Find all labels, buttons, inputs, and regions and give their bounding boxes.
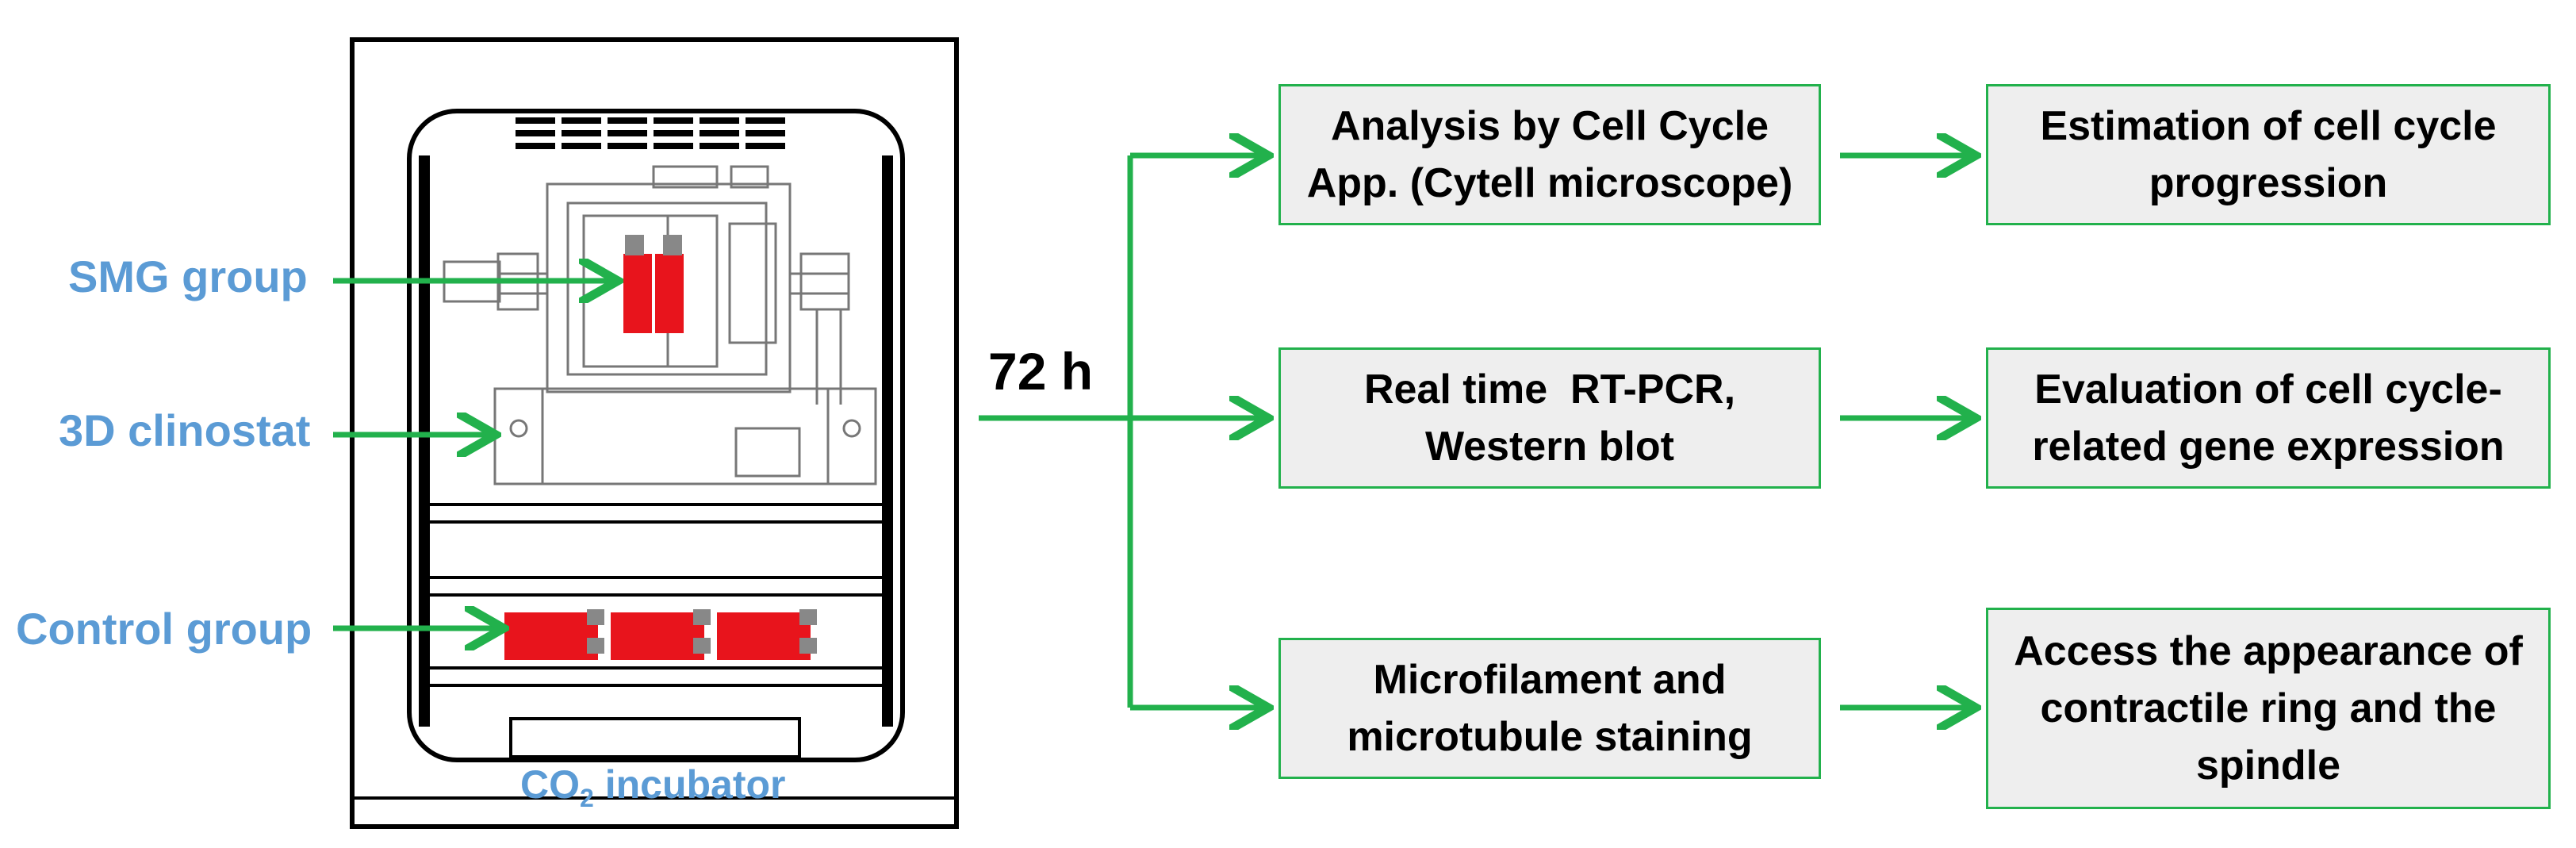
label-co2-incubator: CO2 incubator	[520, 762, 786, 813]
label-3d-clinostat: 3D clinostat	[59, 405, 311, 455]
incubator-prefix: CO	[520, 762, 580, 807]
method-2-line-2: Western blot	[1425, 424, 1674, 470]
outcome-2-line-2: related gene expression	[2032, 424, 2505, 470]
outcome-3-line-1: Access the appearance of	[2014, 628, 2523, 674]
incubator-subscript: 2	[580, 784, 594, 812]
outcome-1-line-2: progression	[2149, 160, 2388, 206]
method-3-line-1: Microfilament and	[1373, 657, 1727, 703]
method-box-1: Analysis by Cell Cycle App. (Cytell micr…	[1278, 84, 1821, 225]
method-1-line-1: Analysis by Cell Cycle	[1330, 103, 1769, 149]
method-box-2: Real time RT-PCR, Western blot	[1278, 347, 1821, 489]
control-flasks	[504, 609, 817, 660]
method-1-line-2: App. (Cytell microscope)	[1306, 160, 1793, 206]
outcome-3-line-3: spindle	[2195, 742, 2341, 789]
vent-grille	[516, 117, 785, 149]
method-3-line-2: microtubule staining	[1347, 714, 1753, 760]
outcome-3-line-2: contractile ring and the	[2040, 685, 2497, 731]
outcome-box-3: Access the appearance of contractile rin…	[1986, 608, 2551, 809]
label-control-group: Control group	[16, 604, 312, 654]
outcome-box-1: Estimation of cell cycle progression	[1986, 84, 2551, 225]
method-2-line-1: Real time RT-PCR,	[1363, 366, 1736, 412]
smg-flasks	[623, 235, 684, 333]
outcome-2-line-1: Evaluation of cell cycle-	[2034, 366, 2502, 412]
outcome-1-line-1: Estimation of cell cycle	[2040, 103, 2497, 149]
label-duration: 72 h	[988, 342, 1094, 401]
method-box-3: Microfilament and microtubule staining	[1278, 638, 1821, 779]
shelves	[427, 503, 885, 687]
label-smg-group: SMG group	[68, 251, 308, 301]
incubator-suffix: incubator	[604, 762, 786, 807]
outcome-box-2: Evaluation of cell cycle- related gene e…	[1986, 347, 2551, 489]
incubator-drawer	[509, 717, 801, 758]
